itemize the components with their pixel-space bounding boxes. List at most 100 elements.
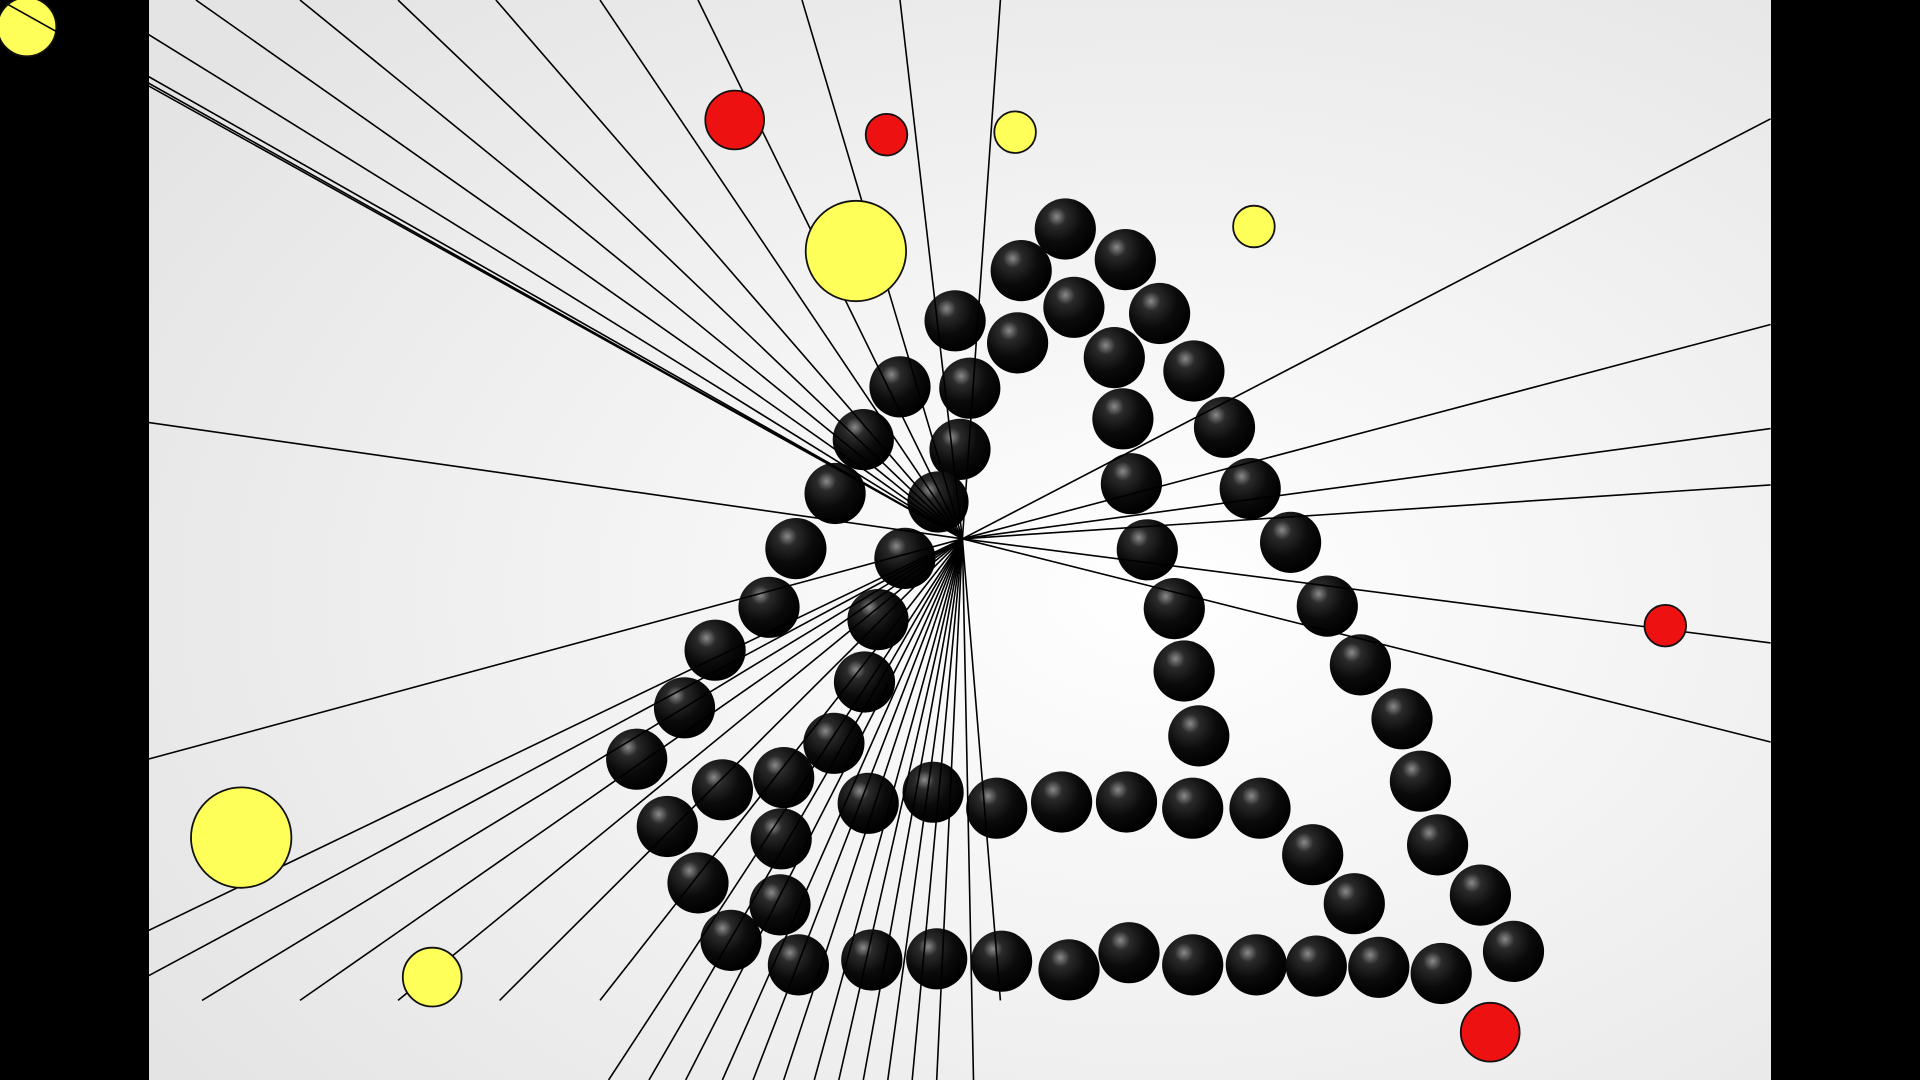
black-stone	[832, 409, 894, 471]
black-stone	[837, 772, 899, 834]
ray-line	[962, 484, 1771, 540]
black-stone	[1038, 939, 1100, 1001]
black-stone	[1219, 458, 1281, 520]
black-stone	[1043, 276, 1105, 338]
yellow-target-circle[interactable]	[190, 786, 293, 889]
ray-line	[935, 538, 964, 1080]
ray-line	[813, 538, 964, 1080]
red-target-circle[interactable]	[1459, 1001, 1521, 1063]
black-stone	[1168, 705, 1230, 767]
ray-line	[149, 421, 963, 540]
black-stone	[738, 576, 800, 638]
yellow-target-circle[interactable]	[401, 946, 463, 1008]
black-stone	[1092, 388, 1154, 450]
black-stone	[804, 462, 866, 525]
target-circles	[0, 0, 1687, 1063]
yellow-target-circle[interactable]	[804, 199, 908, 303]
black-stone	[1260, 511, 1322, 573]
black-stone	[753, 747, 815, 809]
black-stone	[902, 761, 964, 823]
ray-line	[299, 0, 963, 540]
yellow-target-circle[interactable]	[993, 110, 1037, 154]
ray-line	[607, 538, 964, 1080]
black-stone	[1094, 229, 1156, 291]
black-stone	[1225, 934, 1287, 996]
letterbox-right	[1771, 0, 1920, 1080]
ray-line	[684, 538, 964, 1080]
black-stone	[929, 418, 991, 480]
ray-line	[862, 538, 964, 1080]
ray-line	[962, 118, 1771, 540]
ray-line	[201, 538, 963, 1002]
black-stone	[1296, 575, 1358, 637]
black-stone	[971, 930, 1033, 992]
black-stone	[1449, 864, 1511, 926]
black-stone	[1095, 771, 1158, 833]
black-stone	[939, 357, 1001, 419]
black-stone	[966, 777, 1028, 839]
black-stone	[906, 928, 968, 990]
ray-line	[962, 538, 1771, 743]
ray-line	[149, 538, 963, 760]
ray-line	[397, 538, 963, 1002]
yellow-target-circle[interactable]	[0, 0, 58, 58]
ray-line	[495, 0, 964, 540]
black-stone	[1143, 578, 1205, 640]
ray-line	[962, 538, 1771, 644]
black-stone	[1163, 340, 1225, 402]
red-target-circle[interactable]	[864, 112, 909, 157]
black-stone	[1407, 814, 1469, 876]
yellow-target-circle[interactable]	[1232, 204, 1276, 249]
black-stone	[833, 651, 896, 713]
black-stone	[1098, 922, 1160, 984]
black-stone	[667, 852, 729, 914]
black-stone	[750, 808, 812, 870]
black-stone	[869, 356, 931, 418]
black-stone	[1371, 688, 1433, 750]
black-stone	[1162, 777, 1224, 839]
ray-line	[961, 538, 1002, 1001]
ray-line	[887, 538, 964, 1080]
black-stone	[1285, 935, 1347, 997]
red-target-circle[interactable]	[1643, 604, 1687, 648]
ray-line	[599, 0, 964, 540]
ray-line	[599, 538, 964, 1001]
ray-line	[149, 75, 963, 540]
black-stone	[1348, 936, 1410, 998]
black-stone	[847, 589, 909, 651]
black-stone	[924, 290, 986, 352]
black-stone	[841, 929, 903, 991]
black-stone	[1410, 942, 1472, 1005]
black-stone	[1153, 640, 1215, 702]
black-stone	[987, 312, 1049, 374]
black-stone	[700, 909, 762, 972]
ray-line	[149, 33, 963, 540]
ray-line	[648, 538, 964, 1080]
black-stone	[1162, 934, 1224, 996]
black-stone	[1034, 198, 1096, 260]
letterbox-left	[0, 0, 149, 1080]
ray-line	[397, 0, 963, 540]
ray-line	[911, 538, 964, 1080]
ray-line	[149, 538, 963, 977]
black-stone	[1482, 920, 1545, 983]
black-stone	[1323, 873, 1385, 935]
ray-line	[962, 323, 1771, 540]
black-stone	[749, 874, 811, 936]
black-stone	[1129, 282, 1191, 345]
ray-line	[721, 538, 964, 1080]
ray-line	[0, 0, 963, 540]
black-stone	[1031, 771, 1093, 833]
ray-line	[299, 538, 963, 1002]
black-stone	[765, 518, 827, 580]
ray-line	[782, 538, 964, 1080]
red-target-circle[interactable]	[704, 89, 765, 151]
black-stone	[1229, 777, 1291, 839]
ray-line	[752, 538, 964, 1080]
black-stone	[606, 728, 668, 790]
black-stone	[990, 240, 1052, 302]
black-stone	[1083, 327, 1145, 389]
black-stone	[1100, 453, 1162, 515]
